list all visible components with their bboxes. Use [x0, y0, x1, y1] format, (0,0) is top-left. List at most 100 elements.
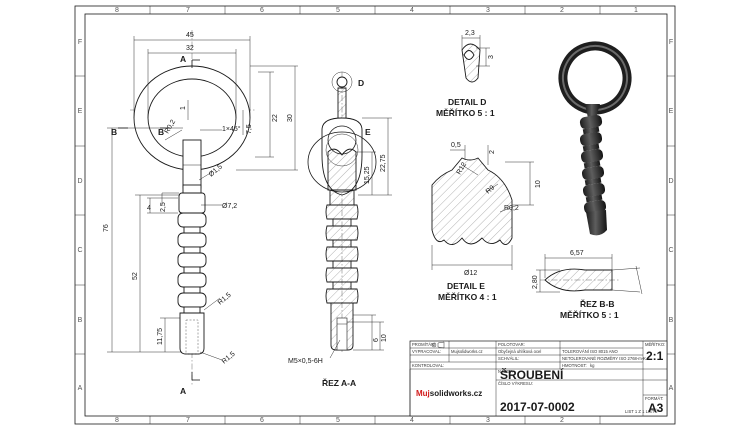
- tb-label-nazev: NÁZEV:: [498, 369, 513, 374]
- detail-d-title: DETAIL D: [448, 97, 486, 107]
- row-label-b: B: [78, 317, 83, 324]
- dim-2-5: 2,5: [160, 202, 167, 212]
- dim-30: 30: [287, 114, 294, 122]
- row-label-f-right: F: [669, 39, 673, 46]
- dim-76: 76: [103, 224, 110, 232]
- tb-label-cislo: ČÍSLO VÝKRESU:: [498, 381, 533, 386]
- detail-d-view: 2,3 3 DETAIL D MĚŘÍTKO 5 : 1: [436, 30, 495, 118]
- aa-dim-22-75: 22,75: [380, 154, 387, 172]
- tb-tolerance: TOLEROVÁNÍ ISO 8015 ANO: [562, 349, 619, 354]
- tb-label-vypracoval: VYPRACOVAL:: [412, 349, 441, 354]
- tb-author: Mujsolidworks.cz: [451, 349, 483, 354]
- col-label-5-bottom: 5: [336, 417, 340, 424]
- dim-45: 45: [186, 32, 194, 39]
- row-label-c-right: C: [668, 247, 673, 254]
- bb-dim-width: 6,57: [570, 250, 584, 257]
- section-mark-a-top: A: [180, 54, 186, 64]
- row-label-b-right: B: [669, 317, 674, 324]
- detail-mark-d: D: [358, 78, 364, 88]
- row-label-c: C: [77, 247, 82, 254]
- detail-e-view: 0,5 2 R12 R9 10 R0,2 Ø12 DETAIL E MĚŘÍTK…: [431, 142, 542, 302]
- aa-dim-6: 6: [373, 338, 380, 342]
- col-label-7: 7: [186, 7, 190, 14]
- format-value: A3: [648, 401, 664, 415]
- aa-dim-15-25: 15,25: [364, 166, 371, 184]
- tb-label-format: FORMÁT:: [645, 396, 663, 401]
- section-mark-a-bottom: A: [180, 386, 186, 396]
- dim-11-75: 11,75: [157, 328, 164, 345]
- dim-chamfer: 1×45°: [222, 125, 241, 133]
- dim-r1-5-upper: R1,5: [217, 292, 233, 307]
- detail-d-dim-width: 2,3: [465, 30, 475, 37]
- dim-32: 32: [186, 45, 194, 52]
- detail-e-dim-r0-2: R0,2: [504, 205, 519, 212]
- aa-dim-thread: M5×0,5-6H: [288, 358, 323, 365]
- dim-7-5: 7,5: [246, 124, 253, 134]
- section-bb-scale: MĚŘÍTKO 5 : 1: [560, 309, 619, 320]
- col-label-2: 2: [560, 7, 564, 14]
- col-label-7-bottom: 7: [186, 417, 190, 424]
- company-logo: Mujsolidworks.cz: [416, 389, 482, 398]
- main-view: 45 32 1 1×45° R0,2 7,5 22 30 Ø1,5 4 2,5 …: [103, 30, 298, 396]
- row-label-d-right: D: [668, 178, 673, 185]
- tb-label-kontroloval: KONTROLOVAL:: [412, 363, 444, 368]
- company-logo-part2: solidworks.cz: [430, 389, 482, 398]
- col-label-3: 3: [486, 7, 490, 14]
- row-label-a-right: A: [669, 385, 674, 392]
- dim-diam-7-2: Ø7,2: [222, 203, 237, 210]
- company-logo-part1: Muj: [416, 389, 430, 398]
- col-label-8: 8: [115, 7, 119, 14]
- detail-mark-e: E: [365, 127, 371, 137]
- scale-value: 2:1: [646, 349, 664, 363]
- col-label-5: 5: [336, 7, 340, 14]
- tb-label-polotovar: POLOTOVAR:: [498, 342, 525, 347]
- row-label-a: A: [78, 385, 83, 392]
- drawing-number: 2017-07-0002: [500, 400, 575, 414]
- col-label-6-bottom: 6: [260, 417, 264, 424]
- detail-e-title: DETAIL E: [447, 281, 485, 291]
- row-label-f: F: [78, 39, 82, 46]
- col-label-4: 4: [410, 7, 414, 14]
- dim-4: 4: [147, 205, 151, 212]
- detail-e-dim-2: 2: [489, 150, 496, 154]
- detail-e-dim-diam-12: Ø12: [464, 270, 477, 277]
- detail-d-scale: MĚŘÍTKO 5 : 1: [436, 107, 495, 118]
- tb-weight-unit: kg: [590, 363, 595, 368]
- col-label-6: 6: [260, 7, 264, 14]
- tb-label-schvalil: SCHVÁLIL:: [498, 356, 519, 361]
- col-label-1: 1: [634, 7, 638, 14]
- detail-d-dim-height: 3: [488, 55, 495, 59]
- tb-sheet: LIST 1 Z 1 LISTŮ: [625, 409, 658, 414]
- row-label-e-right: E: [669, 108, 674, 115]
- dim-52: 52: [132, 272, 139, 280]
- dim-r1-5-lower: R1,5: [221, 351, 237, 366]
- tb-tolerance-unspecified: NETOLEROVANÉ ROZMĚRY ISO 2768-m-K: [562, 356, 646, 361]
- row-label-d: D: [77, 178, 82, 185]
- section-aa-view: 22,75 15,25 10 6 M5×0,5-6H D E ŘEZ A-A: [288, 71, 392, 388]
- section-bb-title: ŘEZ B-B: [580, 298, 614, 309]
- col-label-8-bottom: 8: [115, 417, 119, 424]
- detail-e-scale: MĚŘÍTKO 4 : 1: [438, 291, 497, 302]
- col-label-3-bottom: 3: [486, 417, 490, 424]
- projection-symbol: [431, 341, 445, 349]
- tb-label-promitani: PROMÍTÁNÍ: [412, 342, 436, 347]
- part-name: ŠROUBENÍ: [500, 367, 564, 382]
- section-bb-view: 6,57 2,80 ŘEZ B-B MĚŘÍTKO 5 : 1: [532, 250, 643, 320]
- drawing-frame: 8 7 6 5 4 3 2 1 8 7 6 5 4 3 2 F E D C B …: [74, 5, 676, 425]
- detail-e-dim-10: 10: [535, 180, 542, 188]
- tb-label-hmotnost: HMOTNOST:: [562, 363, 587, 368]
- row-label-e: E: [78, 108, 83, 115]
- tb-label-meritko: MĚŘÍTKO:: [645, 342, 665, 347]
- bb-dim-height: 2,80: [532, 275, 539, 289]
- aa-dim-10: 10: [381, 334, 388, 342]
- col-label-4-bottom: 4: [410, 417, 414, 424]
- section-mark-b-right: B: [158, 127, 164, 137]
- part-3d-render: [558, 41, 632, 236]
- section-aa-title: ŘEZ A-A: [322, 377, 356, 388]
- detail-e-dim-r9: R9: [485, 184, 496, 195]
- dim-22: 22: [272, 114, 279, 122]
- tb-material: Obyčejná uhlíková ocel: [498, 349, 541, 354]
- section-mark-b-left: B: [111, 127, 117, 137]
